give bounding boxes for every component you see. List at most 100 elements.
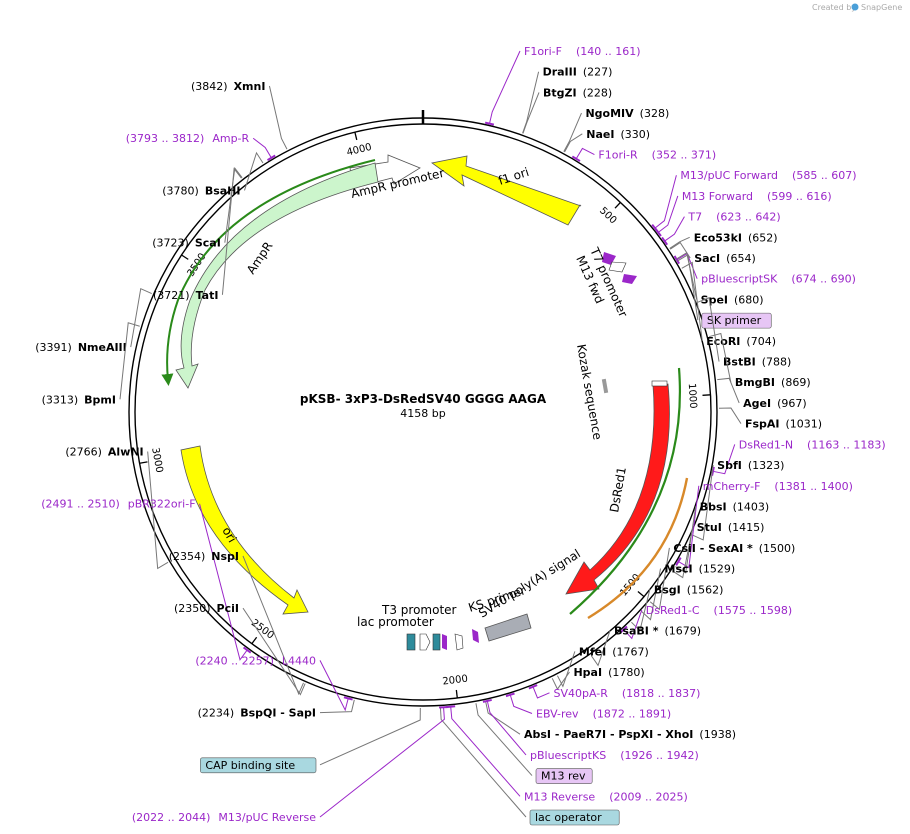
- label-name: Amp-R: [212, 132, 249, 145]
- label-connector: [623, 609, 643, 640]
- label-value: (1500): [759, 542, 796, 555]
- label-name: M13/pUC Reverse: [218, 811, 316, 824]
- label-value: (3721): [153, 289, 190, 302]
- label-name: M13 Reverse: [524, 790, 595, 803]
- label-connector: [678, 485, 700, 569]
- kozak-block: [601, 378, 609, 394]
- label-name: FspAI: [745, 418, 780, 431]
- enzyme-label: DraIII(227): [543, 66, 613, 79]
- label-value: (2022 .. 2044): [132, 811, 211, 824]
- label-connector: [681, 261, 703, 341]
- credit-text: Created by: [812, 3, 856, 12]
- enzyme-label: BsgI(1562): [654, 583, 723, 596]
- primer-site-marker: [482, 698, 492, 703]
- label-name: CsiI - SexAI *: [673, 542, 753, 555]
- backbone-tick-label: 4000: [346, 142, 373, 159]
- boxed-label-bg: [535, 768, 593, 784]
- enzyme-label: Eco53kI(652): [694, 231, 778, 244]
- lac-promoter-block: [419, 633, 431, 651]
- label-value: (3793 .. 3812): [126, 132, 205, 145]
- t3-promoter-block: [454, 633, 464, 651]
- primer-label: EBV-rev(1872 .. 1891): [536, 707, 671, 720]
- label-name: PciI: [217, 602, 239, 615]
- label-value: (869): [781, 376, 811, 389]
- snapgene-logo-icon: [851, 3, 859, 11]
- label-connector: [590, 630, 611, 667]
- enzyme-label: (3780)BsaHI: [162, 184, 240, 197]
- label-name: HpaI: [573, 666, 602, 679]
- label-value: (652): [748, 231, 778, 244]
- primer-label: DsRed1-N(1163 .. 1183): [739, 438, 886, 451]
- boxed-label: SK primer: [707, 314, 762, 327]
- label-connector: [224, 166, 243, 243]
- label-name: F1ori-F: [524, 45, 562, 58]
- enzyme-label: BstBI(788): [723, 356, 791, 369]
- enzyme-label: SacI(654): [694, 252, 756, 265]
- label-connector: [522, 92, 540, 134]
- label-connector: [697, 297, 720, 362]
- primer-label: M13/pUC Forward(585 .. 607): [680, 169, 856, 182]
- label-value: (3313): [42, 393, 79, 406]
- label-connector: [532, 686, 550, 699]
- label-connector: [712, 444, 736, 475]
- backbone-tick: [251, 636, 258, 645]
- label-connector: [486, 700, 527, 756]
- label-name: NaeI: [586, 128, 614, 141]
- label-value: (654): [726, 252, 756, 265]
- label-name: SbfI: [717, 459, 742, 472]
- ks-primer-block: [472, 629, 479, 643]
- label-connector: [489, 50, 521, 124]
- label-name: mCherry-F: [703, 480, 761, 493]
- primer-label: F1ori-R(352 .. 371): [598, 149, 716, 162]
- primer-site-marker: [343, 696, 353, 701]
- snapgene-credit: Created by SnapGene: [812, 3, 902, 12]
- label-value: (1529): [699, 563, 736, 576]
- dsred-orange-line: [587, 477, 689, 620]
- label-name: MfeI: [579, 645, 606, 658]
- label-name: SV40pA-R: [553, 687, 608, 700]
- dsred1-arrow: [565, 383, 670, 595]
- primer-label: T7(623 .. 642): [687, 211, 780, 224]
- label-value: (2766): [65, 446, 102, 459]
- primer-site-marker: [266, 154, 276, 161]
- label-value: (2354): [169, 550, 206, 563]
- label-connector: [564, 133, 583, 153]
- m13-rev-block: [442, 634, 447, 650]
- label-connector: [551, 671, 570, 691]
- primer-label: pBluescriptSK(674 .. 690): [701, 273, 856, 286]
- label-value: (1679): [664, 625, 701, 638]
- label-connector: [119, 322, 140, 400]
- feature-label-ori: ori: [219, 525, 239, 546]
- primer-site-marker: [439, 705, 449, 709]
- label-value: (1163 .. 1183): [807, 438, 886, 451]
- label-name: NmeAIII: [78, 341, 127, 354]
- feature-label-kozak: Kozak sequence: [574, 343, 605, 441]
- f1-ori-arrow: [431, 155, 582, 226]
- label-value: (3723): [152, 237, 189, 250]
- label-name: XmnI: [234, 80, 266, 93]
- ori-arrow: [180, 445, 309, 615]
- label-value: (2240 .. 2257): [195, 654, 274, 667]
- dsred1-cap: [651, 380, 668, 387]
- label-connector: [319, 707, 421, 766]
- label-name: BbsI: [700, 500, 727, 513]
- enzyme-label: BbsI(1403): [700, 500, 769, 513]
- label-connector: [676, 251, 698, 300]
- label-name: StuI: [697, 521, 722, 534]
- label-connector: [563, 112, 582, 152]
- enzyme-label: (2766)AlwNI: [65, 446, 143, 459]
- label-connector: [319, 707, 445, 818]
- label-name: SpeI: [701, 293, 728, 306]
- enzyme-label: NaeI(330): [586, 128, 650, 141]
- primer-label: M13 Forward(599 .. 616): [682, 190, 832, 203]
- label-connector: [522, 71, 540, 134]
- primer-label: mCherry-F(1381 .. 1400): [703, 480, 853, 493]
- label-name: BsaBI *: [614, 625, 659, 638]
- label-connector: [450, 706, 521, 797]
- enzyme-label: StuI(1415): [697, 521, 765, 534]
- label-value: (1872 .. 1891): [593, 707, 672, 720]
- label-value: (704): [746, 335, 776, 348]
- backbone-tick-label: 3000: [149, 447, 164, 474]
- primer-site-marker: [619, 625, 628, 634]
